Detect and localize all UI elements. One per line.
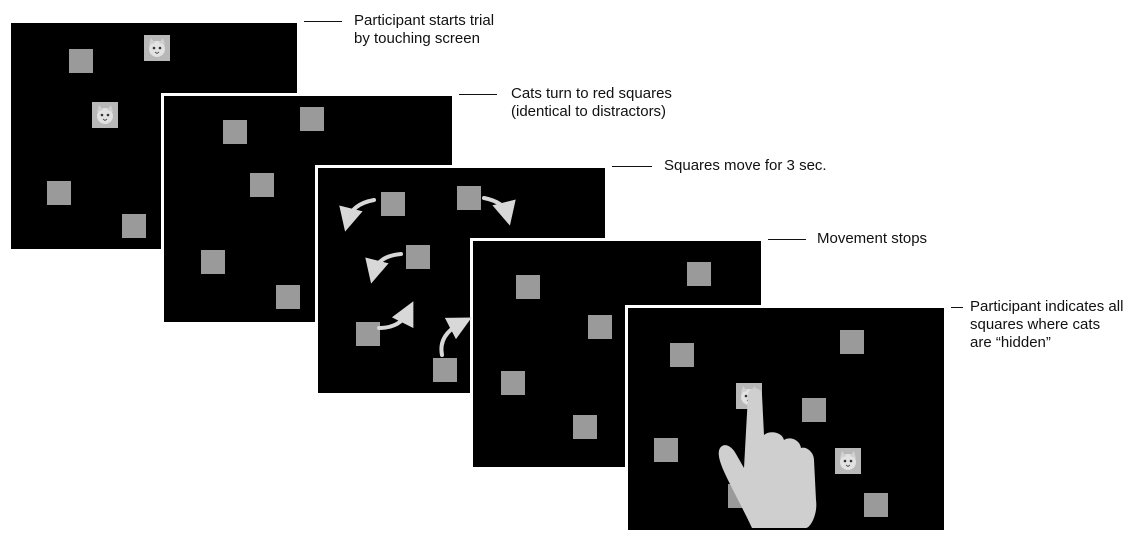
- motion-arrow-icon: [348, 198, 507, 355]
- step-label-5: Participant indicates all squares where …: [970, 298, 1123, 352]
- pointing-hand-icon: [719, 388, 817, 528]
- step-label-3: Squares move for 3 sec.: [664, 157, 827, 175]
- leader-line-1: [304, 21, 342, 22]
- leader-line-5: [951, 307, 963, 308]
- leader-line-2: [459, 94, 497, 95]
- leader-line-4: [768, 239, 806, 240]
- step-label-1: Participant starts trial by touching scr…: [354, 12, 494, 48]
- step-label-2: Cats turn to red squares (identical to d…: [511, 85, 672, 121]
- step-label-4: Movement stops: [817, 230, 927, 248]
- leader-line-3: [612, 166, 652, 167]
